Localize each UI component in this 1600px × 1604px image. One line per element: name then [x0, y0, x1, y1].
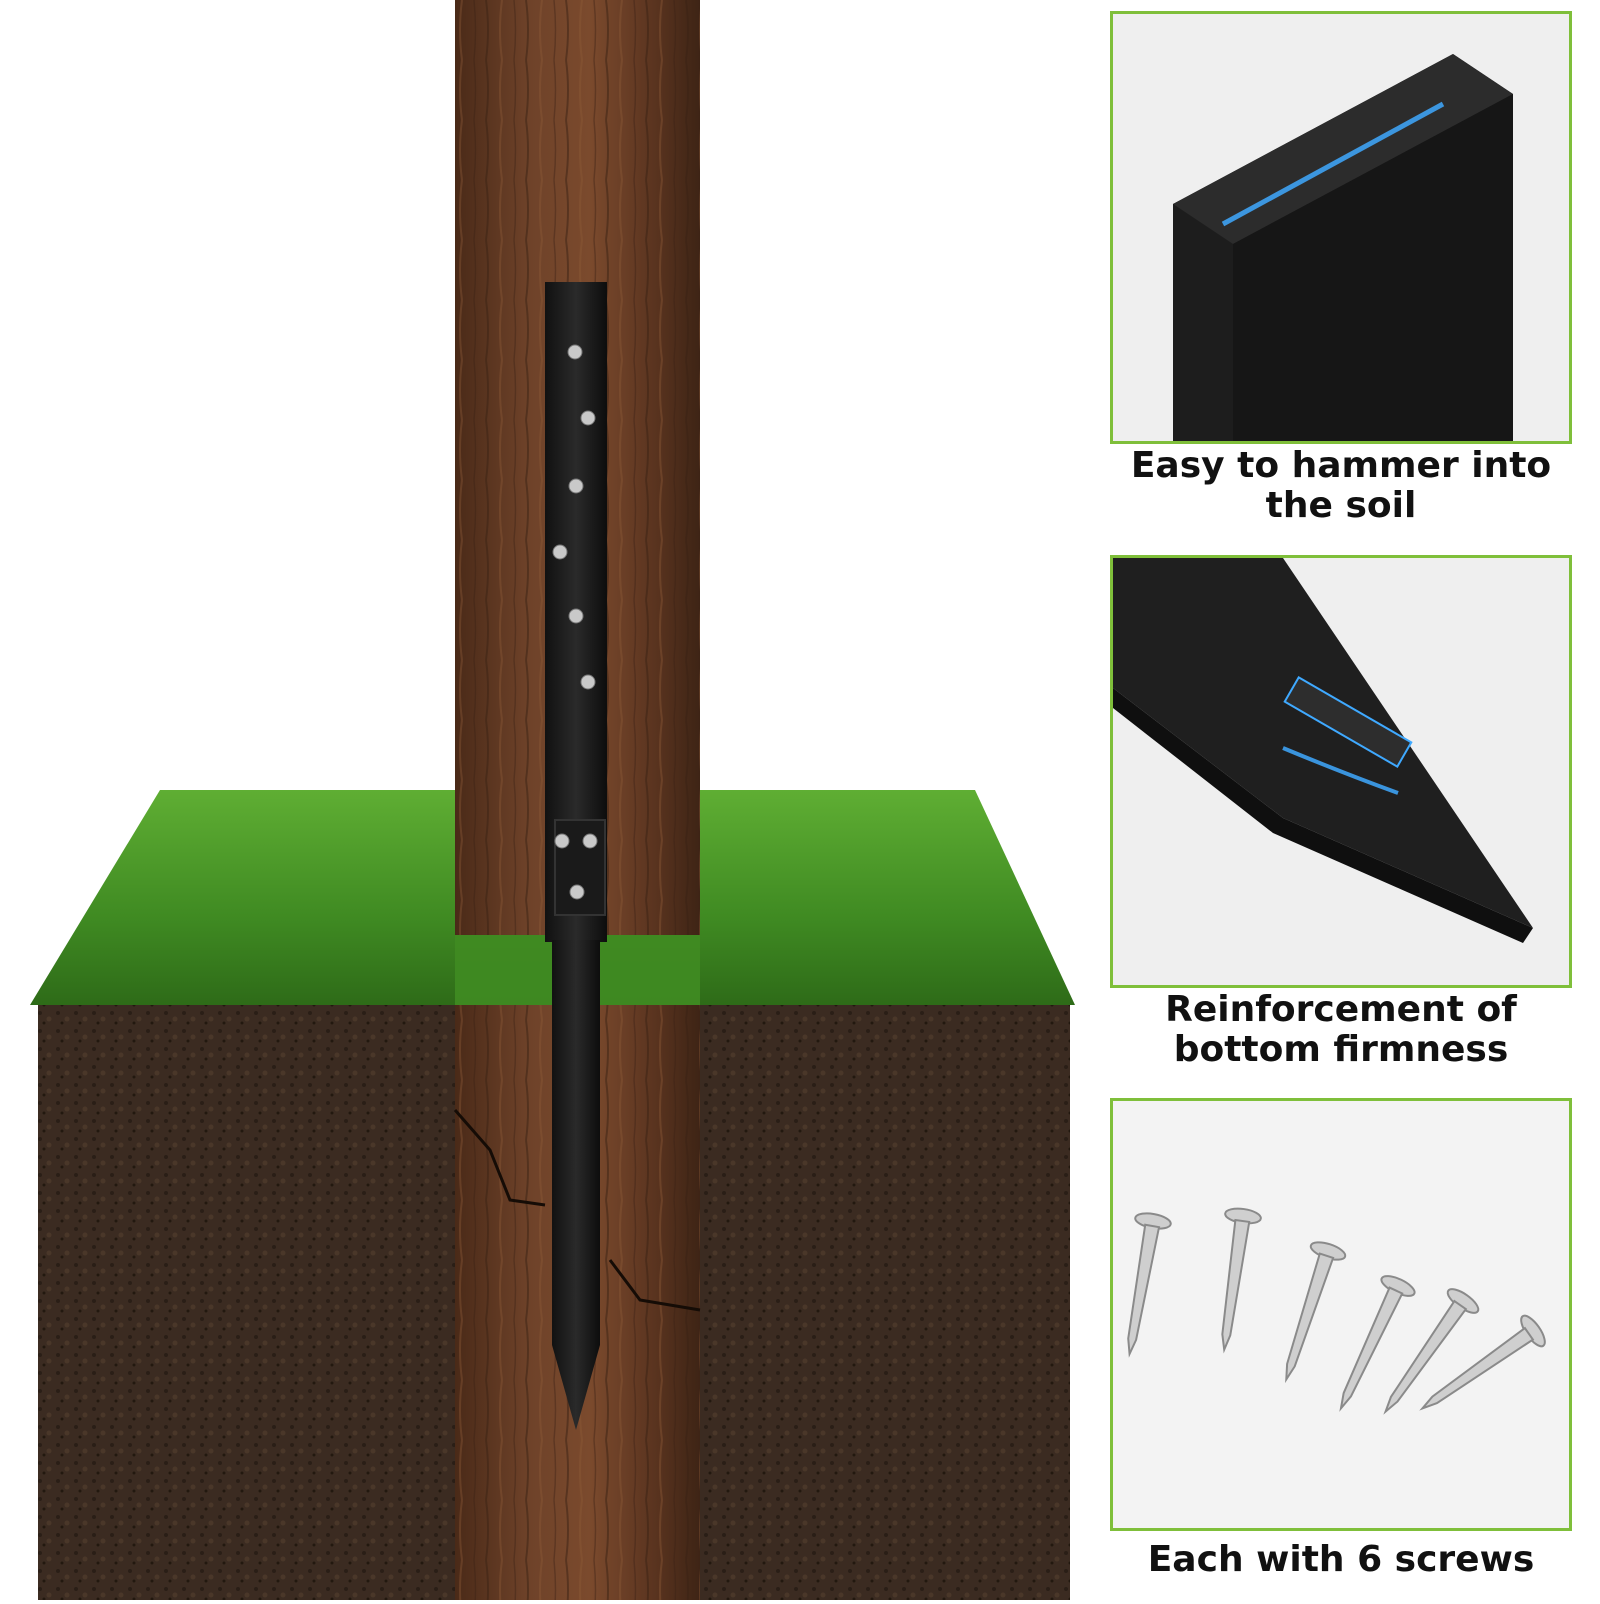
post-anchor-illustration [30, 0, 1075, 1600]
feature-caption-1-line-1: Easy to hammer into [1130, 445, 1552, 486]
feature-caption-1: Easy to hammer into the soil [1110, 446, 1572, 526]
stake-tip-closeup-icon [1113, 558, 1569, 985]
feature-panel-stake-top [1110, 11, 1572, 444]
post-anchor-scene [30, 0, 1075, 1600]
screws-icon [1113, 1101, 1569, 1528]
metal-stake-icon [545, 282, 607, 1430]
feature-panel-screws [1110, 1098, 1572, 1531]
feature-caption-2: Reinforcement of bottom firmness [1110, 990, 1572, 1070]
feature-caption-2-line-1: Reinforcement of [1165, 989, 1517, 1030]
feature-caption-3-line-1: Each with 6 screws [1147, 1539, 1535, 1580]
wood-post-icon [453, 0, 701, 1600]
feature-caption-3: Each with 6 screws [1110, 1540, 1572, 1580]
feature-panel-stake-tip [1110, 555, 1572, 988]
stake-top-closeup-icon [1113, 14, 1569, 441]
feature-caption-1-line-2: the soil [1265, 485, 1417, 526]
feature-caption-2-line-2: bottom firmness [1173, 1029, 1509, 1070]
